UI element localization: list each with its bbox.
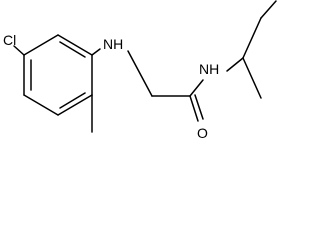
ring-bond-c3-c4 bbox=[57, 94, 93, 116]
bond-ch-methyl bbox=[242, 57, 262, 99]
benzene-ring bbox=[23, 34, 93, 116]
bond-amide-nh-ch bbox=[226, 57, 244, 72]
amine-nh-label: NH bbox=[103, 36, 123, 52]
bond-carbonyl-oxygen-2 bbox=[194, 94, 204, 120]
bond-amine-ch2 bbox=[127, 50, 153, 97]
bond-ring-amine-nh bbox=[91, 48, 101, 56]
ring-bond-c6-c1 bbox=[23, 34, 59, 56]
bond-ring-chlorine bbox=[13, 45, 25, 56]
ring-double-bond-inner-1 bbox=[59, 41, 86, 58]
ring-bond-c4-c5 bbox=[23, 94, 59, 116]
bond-ethyl-ch3 bbox=[260, 0, 277, 19]
bond-carbonyl-oxygen-1 bbox=[189, 95, 199, 122]
chlorine-label: Cl bbox=[3, 32, 16, 48]
oxygen-label: O bbox=[197, 125, 208, 141]
chemical-structure-diagram: Cl NH O NH bbox=[3, 0, 277, 141]
bond-ch-ethyl-ch2 bbox=[242, 17, 262, 59]
bond-carbonyl-amide-nh bbox=[189, 79, 204, 97]
ring-double-bond-inner-2 bbox=[59, 92, 86, 109]
amide-nh-label: NH bbox=[199, 61, 219, 77]
ring-bond-c1-c2 bbox=[57, 34, 93, 56]
